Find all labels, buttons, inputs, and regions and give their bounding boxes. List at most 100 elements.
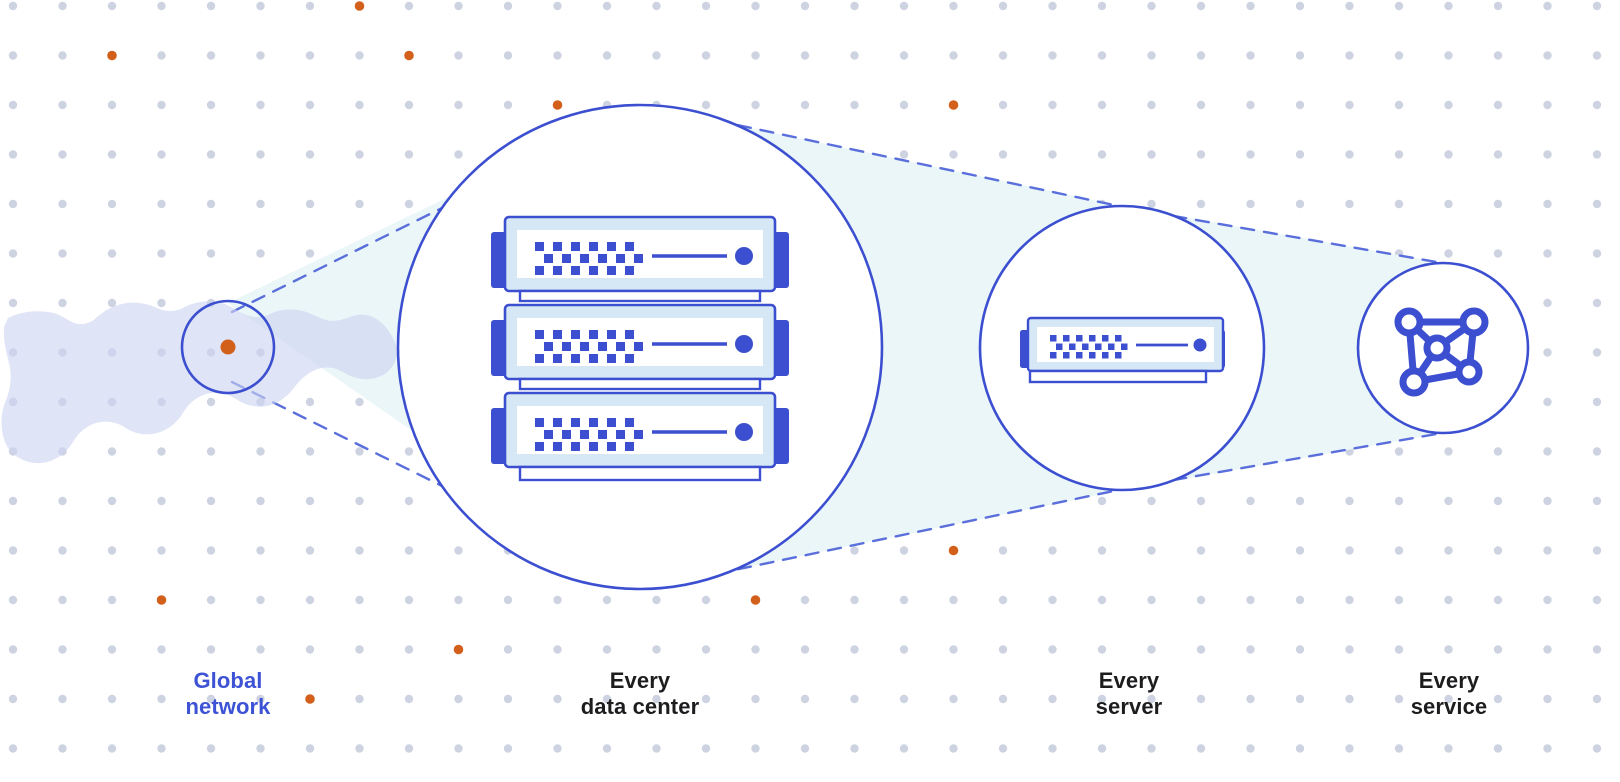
grid-dot [1493, 496, 1503, 506]
grid-dot [1345, 595, 1354, 605]
grid-dot [1543, 249, 1552, 258]
grid-dot [8, 150, 18, 159]
grid-dot [355, 595, 364, 605]
grid-dot [1196, 150, 1206, 159]
stage-global-network[interactable] [1, 299, 397, 464]
grid-dot [949, 645, 958, 654]
grid-dot [1543, 645, 1552, 654]
grid-dot [1493, 150, 1503, 159]
grid-dot [256, 744, 265, 753]
grid-dot [1592, 199, 1602, 209]
grid-dot [949, 694, 958, 704]
grid-dot [1493, 199, 1503, 209]
grid-dot [256, 249, 265, 258]
grid-dot [899, 744, 909, 753]
grid-dot [1048, 694, 1057, 704]
grid-dot [355, 100, 364, 110]
grid-dot [1295, 150, 1305, 159]
grid-dot [305, 447, 315, 456]
grid-dot [355, 397, 364, 407]
grid-dot [157, 546, 166, 555]
grid-dot [157, 1, 166, 11]
grid-dot [1543, 199, 1552, 209]
grid-dot [652, 694, 661, 704]
grid-dot [652, 595, 661, 605]
grid-dot [1295, 694, 1305, 704]
grid-dot [602, 51, 612, 60]
grid-dot [107, 1, 117, 11]
grid-dot [998, 595, 1008, 605]
grid-dot [899, 51, 909, 60]
grid-dot [58, 645, 67, 654]
grid-dot [454, 100, 463, 110]
grid-dot [355, 150, 364, 159]
grid-dot [58, 298, 67, 308]
grid-dot [1592, 298, 1602, 308]
grid-dot [899, 694, 909, 704]
server-rack-unit-2 [491, 303, 789, 391]
grid-dot-highlight [404, 50, 414, 61]
grid-dot [1345, 645, 1354, 654]
grid-dot [1345, 546, 1354, 555]
grid-dot [58, 744, 67, 753]
grid-dot [256, 595, 265, 605]
stage-data-center[interactable] [396, 103, 884, 591]
single-server-icon [1020, 316, 1225, 384]
grid-dot [1394, 546, 1404, 555]
grid-dot [454, 150, 463, 159]
grid-dot [553, 744, 562, 753]
grid-dot [1493, 100, 1503, 110]
grid-dot [1345, 496, 1354, 506]
grid-dot [1097, 645, 1107, 654]
grid-dot [503, 694, 513, 704]
grid-dot [305, 595, 315, 605]
grid-dot [206, 100, 216, 110]
grid-dot-highlight [552, 100, 563, 110]
grid-dot [1592, 100, 1602, 110]
grid-dot [404, 447, 414, 456]
grid-dot [1097, 100, 1107, 110]
grid-dot [1295, 496, 1305, 506]
stage-server[interactable] [978, 204, 1266, 492]
grid-dot [652, 51, 661, 60]
server-rail [1028, 369, 1208, 384]
grid-dot [850, 546, 859, 555]
grid-dot [949, 51, 958, 60]
grid-dot [454, 744, 463, 753]
grid-dot [107, 595, 117, 605]
grid-dot [503, 744, 513, 753]
grid-dot [1246, 51, 1255, 60]
grid-dot [1196, 645, 1206, 654]
stage-service[interactable] [1356, 261, 1530, 435]
grid-dot [1394, 496, 1404, 506]
grid-dot [107, 447, 117, 456]
grid-dot [1196, 694, 1206, 704]
grid-dot [454, 694, 463, 704]
grid-dot [1394, 51, 1404, 60]
grid-dot [1394, 694, 1404, 704]
grid-dot [8, 1, 18, 11]
grid-dot [8, 645, 18, 654]
grid-dot [998, 150, 1008, 159]
grid-dot [751, 645, 760, 654]
grid-dot [701, 744, 711, 753]
grid-dot [1444, 546, 1453, 555]
grid-dot [1147, 595, 1156, 605]
grid-dot [1592, 744, 1602, 753]
grid-dot-highlight [107, 50, 117, 61]
grid-dot [998, 694, 1008, 704]
grid-dot [1394, 595, 1404, 605]
grid-dot [1295, 595, 1305, 605]
grid-dot [1444, 595, 1453, 605]
grid-dot [107, 496, 117, 506]
global-network-highlight-circle [180, 299, 276, 395]
grid-dot [355, 496, 364, 506]
grid-dot [1246, 1, 1255, 11]
grid-dot [998, 100, 1008, 110]
grid-dot [157, 496, 166, 506]
grid-dot [305, 546, 315, 555]
grid-dot [107, 199, 117, 209]
grid-dot [1345, 694, 1354, 704]
grid-dot [107, 744, 117, 753]
grid-dot [58, 249, 67, 258]
